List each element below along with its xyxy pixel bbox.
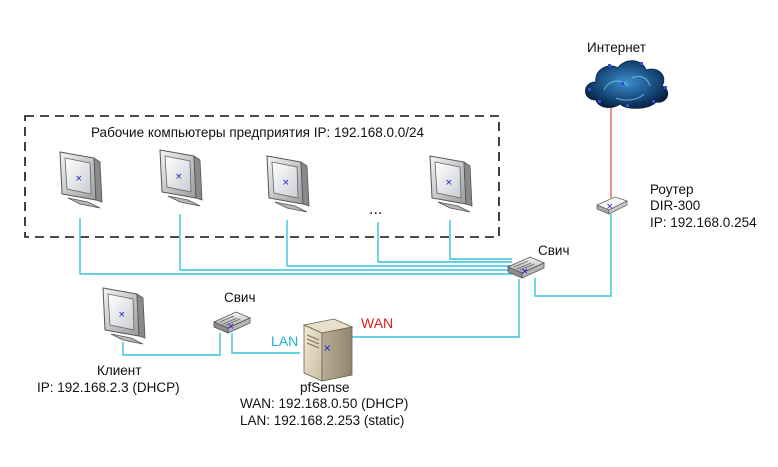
lan-link-label: LAN — [271, 333, 298, 349]
pfsense-wan-ip: WAN: 192.168.0.50 (DHCP) — [240, 396, 408, 411]
internet-cloud-icon — [585, 60, 669, 109]
lan-switch-icon: × — [213, 311, 251, 334]
svg-text:×: × — [323, 343, 331, 354]
wire-ws3 — [286, 220, 512, 267]
svg-text:×: × — [282, 178, 290, 188]
workstation-1-monitor-icon: × — [59, 151, 103, 209]
router-model: DIR-300 — [650, 198, 700, 213]
workstations-ellipsis: ... — [369, 201, 382, 218]
client-monitor-icon: × — [102, 287, 146, 345]
wire-pfsense-lan — [231, 333, 300, 354]
router-name: Роутер — [650, 182, 694, 197]
router-icon: × — [595, 196, 629, 215]
wan-link-label: WAN — [361, 315, 393, 331]
main-switch-icon: × — [507, 256, 545, 279]
router-ip: IP: 192.168.0.254 — [650, 215, 757, 230]
svg-text:×: × — [118, 310, 126, 320]
wire-ws2 — [179, 214, 512, 271]
pfsense-name: pfSense — [300, 380, 350, 395]
wire-ws-ellipsis — [377, 222, 512, 263]
workstation-4-monitor-icon: × — [429, 155, 473, 213]
pfsense-lan-ip: LAN: 192.168.2.253 (static) — [240, 413, 404, 428]
workstations-group-box — [24, 115, 500, 238]
workstation-2-monitor-icon: × — [159, 149, 203, 207]
svg-text:×: × — [175, 172, 183, 182]
wire-pfsense-wan — [350, 279, 520, 338]
client-name: Клиент — [97, 363, 141, 378]
svg-text:×: × — [75, 174, 83, 184]
wire-ws1 — [79, 218, 512, 275]
internet-label: Интернет — [587, 40, 646, 55]
svg-text:×: × — [227, 322, 235, 332]
wire-router — [534, 214, 612, 297]
svg-text:×: × — [606, 202, 614, 212]
wire-client — [122, 333, 221, 356]
lan-switch-label: Свич — [224, 290, 256, 305]
monitors: × × × × × — [59, 149, 473, 345]
lan-wires — [79, 214, 612, 356]
pfsense-server-icon: × — [302, 318, 354, 382]
svg-text:×: × — [445, 178, 453, 188]
main-switch-label: Свич — [538, 243, 570, 258]
svg-text:×: × — [521, 267, 529, 277]
wire-ws4 — [449, 220, 512, 260]
workstation-3-monitor-icon: × — [266, 155, 310, 213]
workstations-group-label: Рабочие компьютеры предприятия IP: 192.1… — [91, 125, 425, 140]
client-ip: IP: 192.168.2.3 (DHCP) — [37, 380, 180, 395]
